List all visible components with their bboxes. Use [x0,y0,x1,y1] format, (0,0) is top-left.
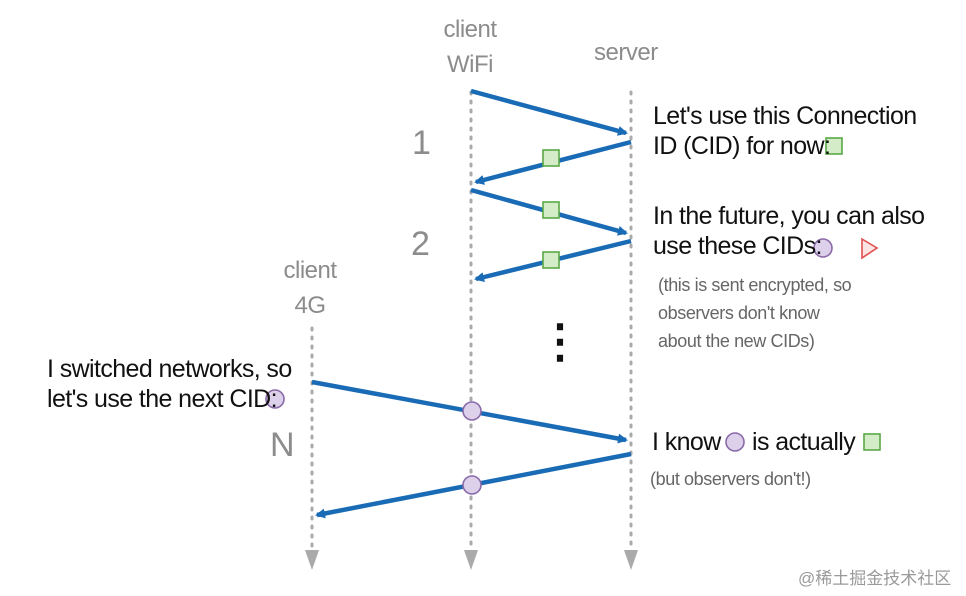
message-future-cids-line1: In the future, you can also [653,202,925,230]
cid-circle-symbol [725,432,745,452]
header-client-4g: client 4G [280,259,340,318]
lifeline-client-wifi [464,90,478,570]
cid-circle-symbol [813,238,833,258]
cid-square-marker [542,201,560,219]
cid-square-marker [542,149,560,167]
note-encrypted: (this is sent encrypted, so observers do… [658,271,852,355]
message-switched-line1: I switched networks, so [47,355,292,383]
message-i-know-part2: is actually [752,428,856,456]
cid-circle-marker [462,475,482,495]
header-client-wifi: client WiFi [440,18,500,77]
header-client-wifi-line1: client [443,16,497,43]
arrow-wifi-to-server-1 [470,88,628,136]
message-cid-now-line2: ID (CID) for now: [653,132,831,160]
message-future-cids: In the future, you can also use these CI… [653,201,925,261]
header-client-wifi-line2: WiFi [447,51,493,78]
vertical-ellipsis: ⋮ [537,315,583,367]
header-server: server [594,39,658,66]
message-future-cids-line2: use these CIDs: [653,232,822,260]
cid-circle-marker [462,401,482,421]
header-client-4g-line2: 4G [294,292,326,319]
note-encrypted-line2: observers don't know [658,303,820,323]
lifeline-client-4g [305,326,319,570]
step-label-n: N [270,426,295,464]
message-cid-now-line1: Let's use this Connection [653,102,917,130]
cid-square-marker [542,251,560,269]
step-label-1: 1 [412,124,431,162]
note-observers: (but observers don't!) [650,469,811,489]
cid-triangle-symbol [861,237,879,260]
cid-square-symbol [863,433,881,451]
step-label-2: 2 [411,225,430,263]
cid-circle-symbol [265,389,285,409]
message-switched-line2: let's use the next CID: [47,385,278,413]
lifeline-server [624,90,638,570]
note-encrypted-line1: (this is sent encrypted, so [658,275,852,295]
cid-square-symbol [825,137,843,155]
message-cid-now: Let's use this Connection ID (CID) for n… [653,101,917,161]
watermark: @稀土掘金技术社区 [798,569,952,588]
message-switched-networks: I switched networks, so let's use the ne… [47,354,292,414]
header-client-4g-line1: client [283,257,337,284]
note-encrypted-line3: about the new CIDs) [658,331,815,351]
message-i-know-part1: I know [652,428,721,456]
